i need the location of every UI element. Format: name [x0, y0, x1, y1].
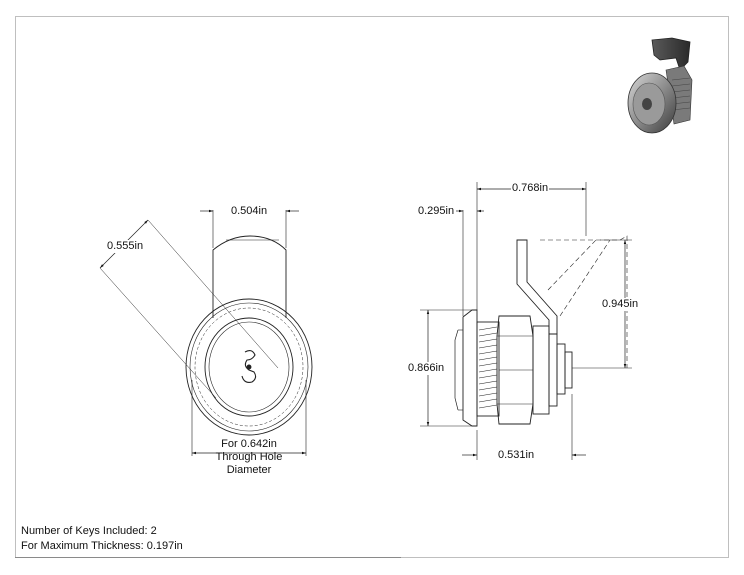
hole-note-line2: Through Hole [215, 451, 283, 463]
hole-note-line3: Diameter [226, 464, 272, 476]
dim-front-diagonal: 0.555in [106, 240, 145, 253]
keys-included-text: Number of Keys Included: 2 [21, 525, 157, 537]
hole-note-line1: For 0.642in [221, 438, 277, 450]
side-view [420, 182, 632, 460]
title-block-rule [15, 557, 401, 558]
dim-body-depth: 0.531in [497, 449, 536, 462]
hole-diameter-note: For 0.642in Through Hole Diameter [204, 438, 294, 477]
max-thickness-text: For Maximum Thickness: 0.197in [21, 540, 183, 552]
dim-front-width: 0.504in [230, 205, 269, 218]
dim-side-offset: 0.295in [417, 205, 456, 218]
dim-body-height: 0.866in [407, 362, 446, 375]
isometric-render [627, 37, 693, 134]
dim-cam-height: 0.945in [601, 298, 640, 311]
dim-side-overall: 0.768in [511, 182, 550, 195]
